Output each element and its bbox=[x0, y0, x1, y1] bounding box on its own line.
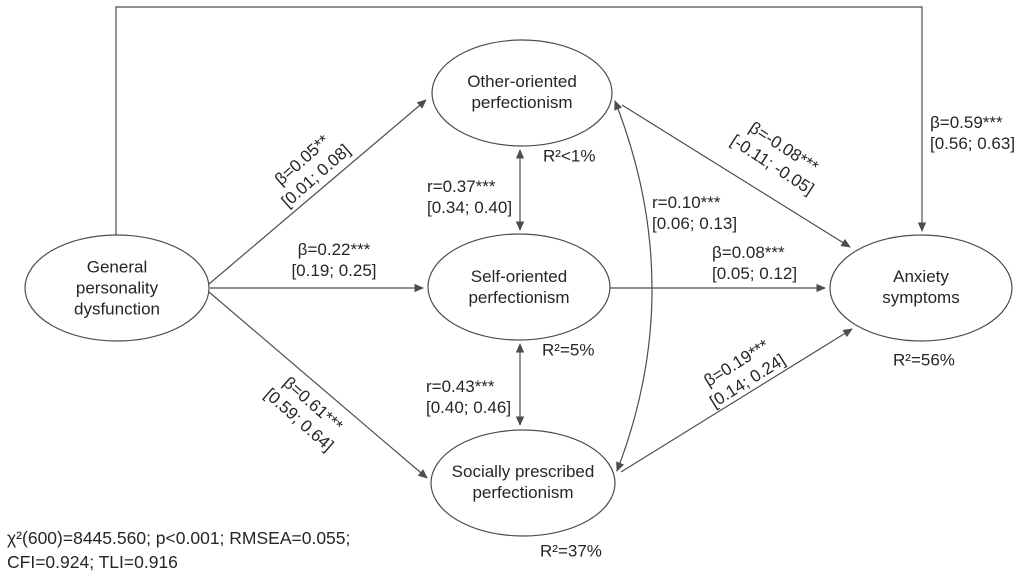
r-squared-anxiety: R²=56% bbox=[893, 350, 955, 370]
coef-value: r=0.37*** bbox=[427, 177, 496, 196]
node-anxiety-symptoms bbox=[829, 234, 1013, 342]
coef-ci: [0.19; 0.25] bbox=[291, 261, 377, 280]
arrow-other-to-anxiety bbox=[621, 104, 851, 248]
node-self-oriented-perfectionism bbox=[427, 233, 611, 341]
coef-value: r=0.10*** bbox=[652, 193, 721, 212]
label-line: symptoms bbox=[882, 288, 960, 307]
fit-line: CFI=0.924; TLI=0.916 bbox=[7, 552, 178, 572]
r-squared-social: R²=37% bbox=[540, 541, 602, 561]
label-line: perfectionism bbox=[471, 93, 573, 112]
coef-gpd-anxiety-direct: β=0.59*** [0.56; 0.63] bbox=[930, 112, 1015, 154]
coef-ci: [0.05; 0.12] bbox=[712, 264, 798, 283]
node-other-oriented-perfectionism bbox=[431, 39, 613, 147]
coef-gpd-self: β=0.22*** [0.19; 0.25] bbox=[291, 239, 376, 281]
coef-value: β=0.22*** bbox=[297, 240, 371, 259]
label-line: Other-oriented bbox=[467, 72, 577, 91]
coef-ci: [0.56; 0.63] bbox=[930, 134, 1016, 153]
r-squared-self: R²=5% bbox=[542, 340, 595, 360]
fit-line: χ²(600)=8445.560; p<0.001; RMSEA=0.055; bbox=[7, 528, 351, 548]
coef-ci: [0.40; 0.46] bbox=[426, 398, 512, 417]
arrow-corr-other-social-arc bbox=[614, 100, 653, 472]
coef-corr-other-social: r=0.10*** [0.06; 0.13] bbox=[652, 192, 737, 234]
label-line: dysfunction bbox=[74, 299, 160, 319]
arrow-gpd-to-anxiety-direct bbox=[115, 6, 927, 235]
label-line: Anxiety bbox=[893, 267, 949, 286]
label-general-personality-dysfunction: General personality dysfunction bbox=[74, 257, 160, 320]
coef-ci: [0.34; 0.40] bbox=[427, 198, 513, 217]
arrow-gpd-to-social bbox=[208, 291, 428, 479]
arrow-social-to-anxiety bbox=[620, 328, 853, 473]
label-anxiety-symptoms: Anxiety symptoms bbox=[882, 266, 959, 308]
label-line: Self-oriented bbox=[470, 267, 568, 286]
label-socially-prescribed-perfectionism: Socially prescribed perfectionism bbox=[452, 461, 595, 503]
coef-self-anxiety: β=0.08*** [0.05; 0.12] bbox=[712, 242, 797, 284]
label-other-oriented-perfectionism: Other-oriented perfectionism bbox=[467, 71, 577, 113]
coef-ci: [0.06; 0.13] bbox=[652, 214, 738, 233]
label-self-oriented-perfectionism: Self-oriented perfectionism bbox=[468, 266, 569, 308]
label-line: General bbox=[86, 257, 148, 277]
label-line: perfectionism bbox=[472, 483, 574, 502]
label-line: perfectionism bbox=[468, 288, 570, 307]
coef-value: r=0.43*** bbox=[426, 377, 495, 396]
model-fit-statistics: χ²(600)=8445.560; p<0.001; RMSEA=0.055; … bbox=[7, 526, 350, 574]
coef-value: β=0.08*** bbox=[712, 243, 785, 262]
r-squared-other: R²<1% bbox=[543, 146, 596, 166]
node-socially-prescribed-perfectionism bbox=[430, 429, 616, 537]
label-line: personality bbox=[75, 278, 159, 298]
node-general-personality-dysfunction bbox=[24, 234, 210, 342]
label-line: Socially prescribed bbox=[451, 462, 595, 481]
coef-value: β=0.59*** bbox=[930, 113, 1003, 132]
coef-corr-other-self: r=0.37*** [0.34; 0.40] bbox=[427, 176, 512, 218]
arrow-gpd-to-other bbox=[208, 99, 427, 285]
coef-corr-self-social: r=0.43*** [0.40; 0.46] bbox=[426, 376, 511, 418]
